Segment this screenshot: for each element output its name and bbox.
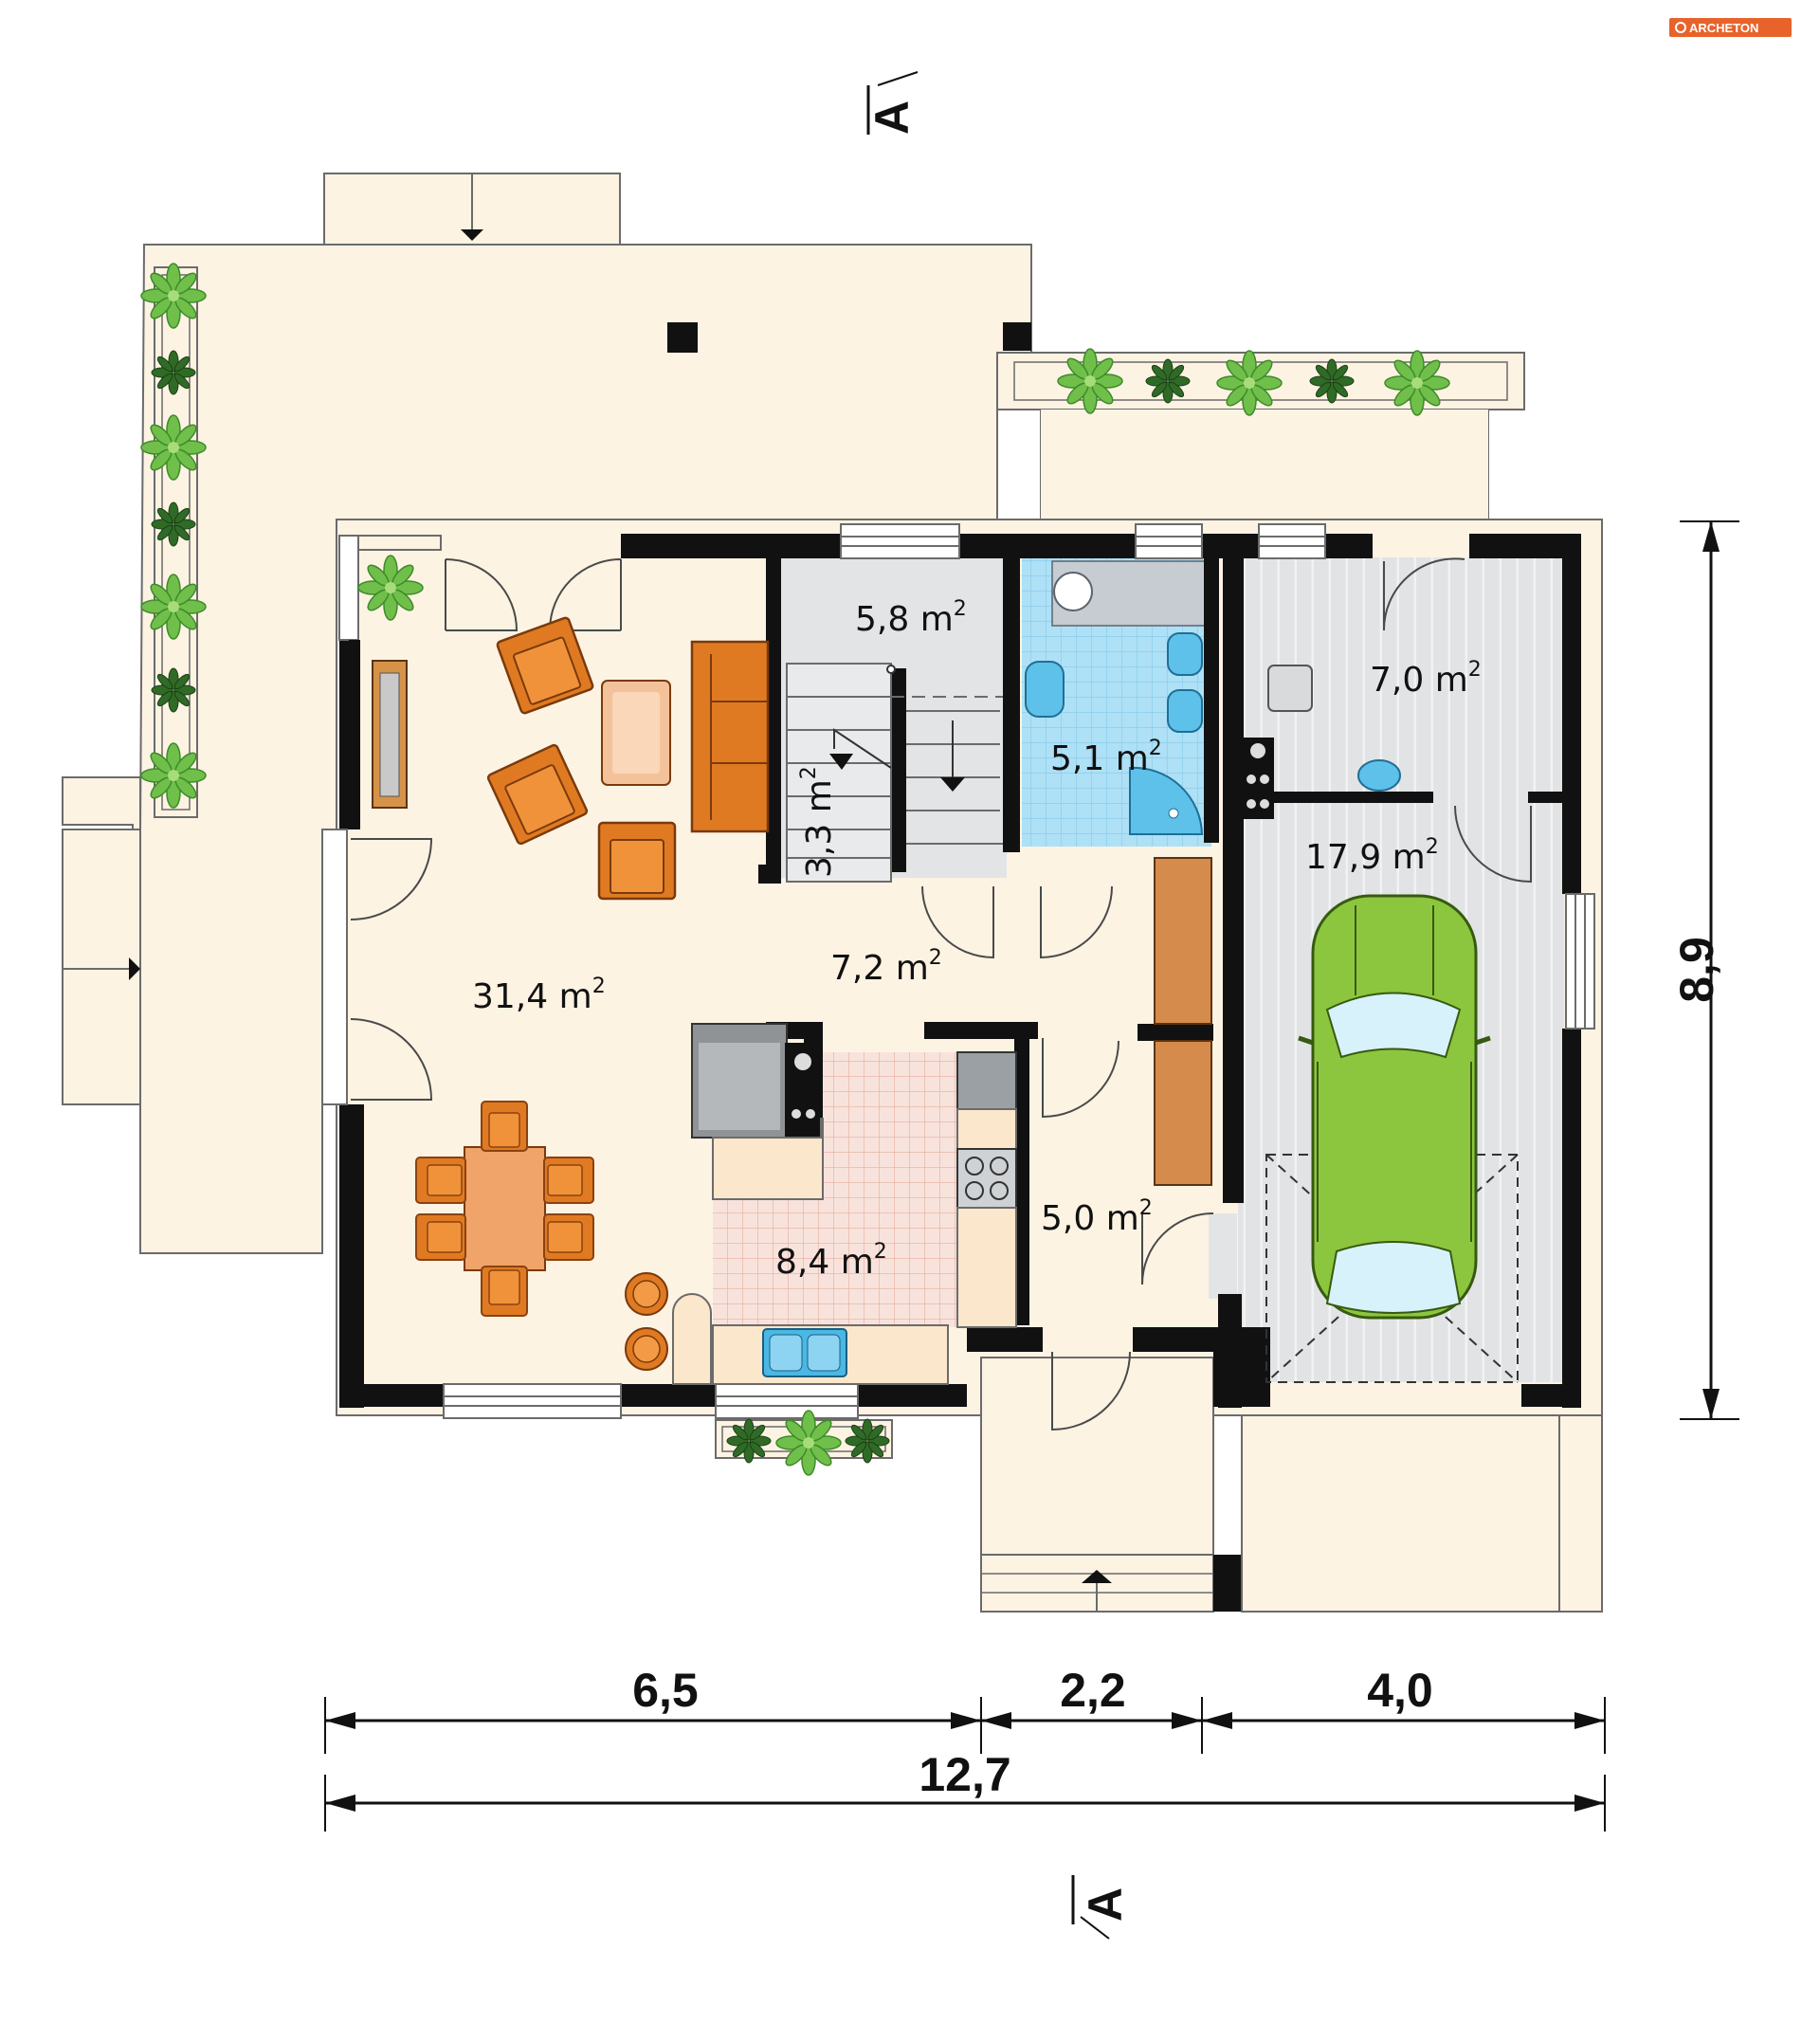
dimension-depth: 8,9 bbox=[1670, 937, 1723, 1003]
room-area-stairs: 3,3 m2 bbox=[797, 766, 839, 878]
room-area-bathroom: 5,1 m2 bbox=[1050, 737, 1162, 778]
planter-left bbox=[140, 263, 207, 818]
living-furniture bbox=[349, 555, 770, 901]
porch bbox=[980, 1357, 1603, 1613]
doors bbox=[350, 557, 1532, 1431]
room-area-garage: 17,9 m2 bbox=[1305, 835, 1439, 877]
armchair-icon bbox=[597, 821, 677, 901]
boiler-fixtures bbox=[1242, 665, 1401, 819]
dimension-labels: 6,5 2,2 4,0 12,7 8,9 bbox=[632, 937, 1723, 1801]
room-area-stair-room: 5,8 m2 bbox=[855, 597, 967, 639]
kitchen-fixtures bbox=[625, 1023, 1017, 1385]
dimension-lines bbox=[324, 520, 1739, 1832]
dimension-6-5: 6,5 bbox=[632, 1664, 699, 1717]
dining-table-icon bbox=[464, 1146, 546, 1271]
section-marker-top: A bbox=[865, 71, 919, 135]
bar-stool-icon bbox=[625, 1272, 668, 1316]
bar-stool-icon bbox=[625, 1327, 668, 1371]
shower-icon bbox=[1129, 766, 1204, 835]
dining-set bbox=[415, 1101, 594, 1317]
section-label: A bbox=[1079, 1887, 1132, 1922]
oven-icon bbox=[956, 1051, 1017, 1110]
windows bbox=[321, 523, 1595, 1419]
dimension-4-0: 4,0 bbox=[1367, 1664, 1433, 1717]
room-labels: 31,4 m2 7,2 m2 8,4 m2 5,8 m2 3,3 m2 5,1 … bbox=[472, 597, 1482, 1282]
terrace bbox=[62, 173, 1032, 1254]
dimension-2-2: 2,2 bbox=[1060, 1664, 1126, 1717]
dimension-total-width: 12,7 bbox=[919, 1748, 1010, 1801]
sofa-icon bbox=[690, 640, 770, 833]
stove-icon bbox=[956, 1148, 1017, 1209]
washbasin-icon bbox=[1025, 661, 1065, 718]
wardrobe bbox=[1154, 857, 1212, 1186]
room-area-vestibule: 5,0 m2 bbox=[1041, 1196, 1153, 1238]
toilet-icon bbox=[1167, 632, 1203, 676]
room-area-living: 31,4 m2 bbox=[472, 975, 606, 1016]
staircase bbox=[786, 663, 1003, 883]
bidet-icon bbox=[1167, 689, 1203, 733]
planter-bottom bbox=[715, 1410, 893, 1476]
room-area-boiler: 7,0 m2 bbox=[1370, 658, 1482, 700]
sink-icon bbox=[1357, 759, 1401, 792]
planter-top bbox=[996, 348, 1525, 519]
archeton-logo: ARCHETON bbox=[1669, 18, 1792, 37]
section-label: A bbox=[865, 100, 919, 135]
section-marker-bottom: A bbox=[1071, 1875, 1132, 1940]
logo-text: ARCHETON bbox=[1689, 21, 1758, 35]
room-area-kitchen: 8,4 m2 bbox=[775, 1240, 887, 1282]
boiler-icon bbox=[1267, 665, 1313, 712]
room-area-hall: 7,2 m2 bbox=[830, 946, 942, 988]
bathroom-fixtures bbox=[1025, 572, 1204, 835]
car-icon bbox=[1265, 894, 1519, 1383]
